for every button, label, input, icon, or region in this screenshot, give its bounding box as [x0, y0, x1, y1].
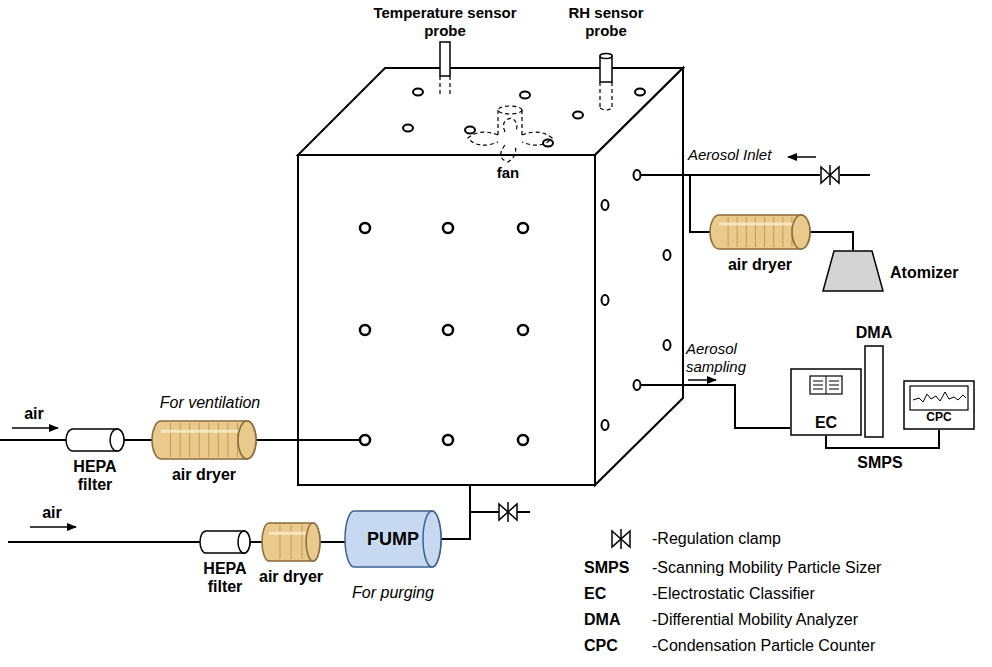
legend-abbreviation: EC — [584, 585, 606, 603]
instrument-label: SMPS — [857, 454, 902, 472]
fan-label: fan — [497, 164, 520, 182]
legend-description: -Condensation Particle Counter — [652, 637, 875, 655]
rh-probe — [600, 54, 612, 111]
fan-symbol — [468, 106, 552, 162]
air-arrow — [12, 427, 58, 429]
sampling-line — [641, 385, 790, 428]
particle-counter-outline — [903, 380, 975, 430]
node-label: EC — [815, 414, 837, 432]
air-dryer-outline — [152, 420, 256, 460]
temperature-probe — [440, 42, 450, 95]
air-arrow — [30, 526, 76, 528]
flow-label: Aerosol sampling — [686, 340, 768, 376]
dma-column: DMA — [864, 345, 884, 438]
hepa-filter: HEPA filter — [66, 428, 124, 452]
flow-label: Aerosol Inlet — [688, 146, 771, 164]
legend-description: -Differential Mobility Analyzer — [652, 611, 858, 629]
node-label: HEPA filter — [69, 458, 121, 494]
hepa-filter-outline — [200, 530, 250, 554]
ventilation-line — [0, 439, 360, 441]
air-dryer: air dryer — [152, 420, 256, 460]
connector — [826, 430, 939, 448]
air-dryer-outline — [710, 214, 810, 250]
node-label: air dryer — [259, 568, 323, 586]
legend-abbreviation: CPC — [584, 637, 618, 655]
node-label: Atomizer — [890, 264, 958, 282]
node-label: air dryer — [728, 256, 792, 274]
node-label: DMA — [856, 324, 892, 342]
connector — [810, 232, 853, 250]
pump: PUMP — [345, 510, 441, 568]
legend-symbol — [608, 528, 634, 550]
side-holes — [602, 170, 671, 430]
node-label: air dryer — [172, 466, 236, 484]
node-label: CPC — [926, 408, 951, 426]
electrostatic-classifier: EC — [790, 368, 862, 436]
chamber-cube — [298, 68, 683, 485]
connector — [250, 541, 262, 543]
inlet-line — [641, 175, 870, 250]
air-label: air — [42, 504, 62, 522]
electrostatic-classifier-outline — [790, 368, 862, 436]
node-label: PUMP — [367, 530, 419, 548]
legend-abbreviation: SMPS — [584, 559, 629, 577]
legend-text: -Regulation clamp — [652, 530, 781, 548]
port-holes — [360, 223, 528, 445]
probe-label: RH sensor probe — [564, 4, 648, 40]
air-label: air — [24, 405, 44, 423]
hepa-filter: HEPA filter — [200, 530, 250, 554]
connector — [320, 541, 345, 543]
connector — [124, 439, 152, 441]
regulation-clamp — [499, 502, 517, 522]
pump-outline — [345, 510, 441, 568]
dma-column-outline — [864, 345, 884, 438]
hepa-filter-outline — [66, 428, 124, 452]
atomizer-outline — [822, 250, 884, 292]
legend-description: -Scanning Mobility Particle Sizer — [652, 559, 881, 577]
section-label: For purging — [352, 584, 434, 602]
air-dryer-outline — [262, 522, 320, 562]
legend-description: -Electrostatic Classifier — [652, 585, 815, 603]
flow-arrow — [688, 379, 716, 381]
section-label: For ventilation — [160, 394, 261, 412]
flow-arrow — [788, 156, 816, 158]
air-dryer: air dryer — [710, 214, 810, 250]
legend-abbreviation: DMA — [584, 611, 620, 629]
top-holes — [403, 89, 645, 147]
regulation-clamp — [821, 165, 839, 185]
atomizer: Atomizer — [822, 250, 884, 292]
node-label: HEPA filter — [199, 560, 251, 596]
probe-label: Temperature sensor probe — [360, 4, 530, 40]
particle-counter: CPC — [903, 380, 975, 430]
purge-line — [8, 485, 530, 542]
air-dryer: air dryer — [262, 522, 320, 562]
